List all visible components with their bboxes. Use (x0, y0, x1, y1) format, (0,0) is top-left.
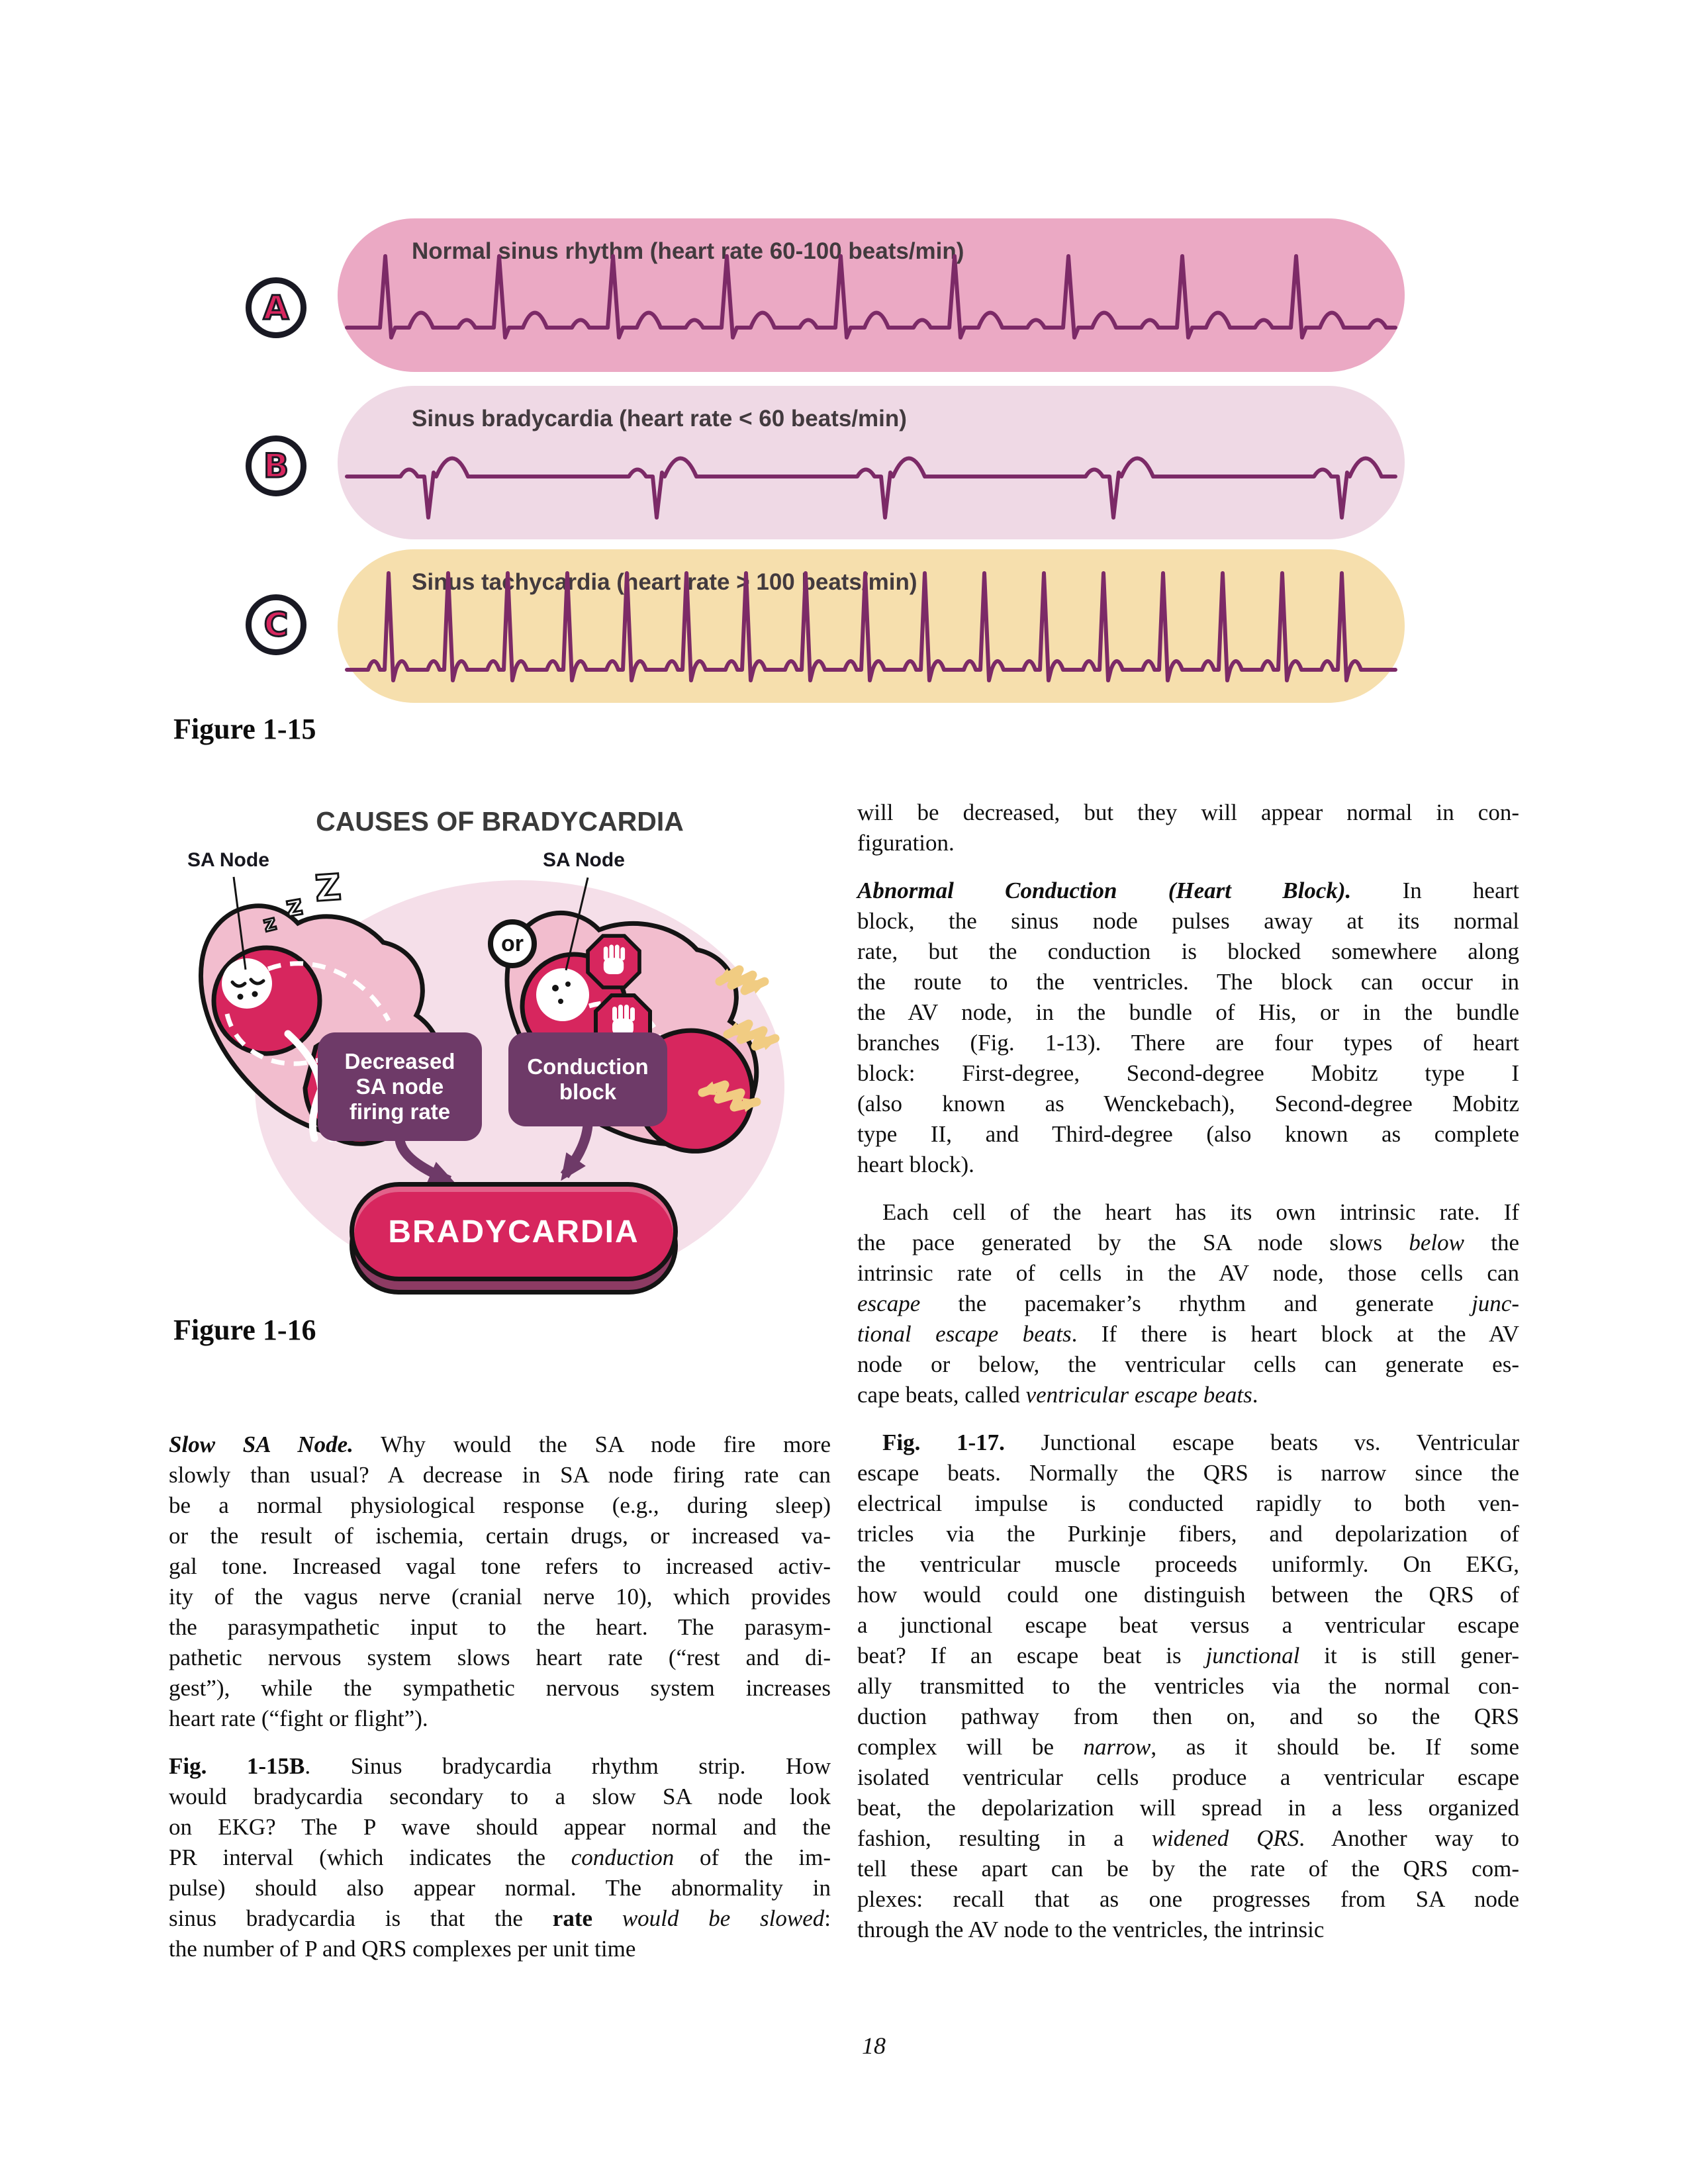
strip-b-letter-badge: B (246, 435, 306, 496)
rhythm-strip-tachycardia: Sinus tachycardia (heart rate > 100 beat… (338, 549, 1405, 703)
rhythm-strip-normal: Normal sinus rhythm (heart rate 60-100 b… (338, 218, 1405, 372)
text-line: be a normal physiological response (e.g.… (169, 1492, 831, 1518)
text-line: escape beats. Normally the QRS is narrow… (857, 1460, 1519, 1486)
text-line: node or below, the ventricular cells can… (857, 1351, 1519, 1377)
strip-c-letter-badge: C (246, 594, 306, 655)
text-line: PR interval (which indicates the conduct… (169, 1844, 831, 1870)
sleep-zzz-icon: z z Z (259, 865, 363, 958)
text-line: sinus bradycardia is that the rate would… (169, 1905, 831, 1931)
text-line: plexes: recall that as one progresses fr… (857, 1886, 1519, 1912)
figure-1-16-caption: Figure 1-16 (173, 1314, 316, 1346)
text-line: the parasympathetic input to the heart. … (169, 1614, 831, 1640)
text-line: the pace generated by the SA node slows … (857, 1230, 1519, 1255)
ecg-trace-tachycardia (345, 571, 1397, 682)
text-line: pulse) should also appear normal. The ab… (169, 1875, 831, 1901)
text-line: block, the sinus node pulses away at its… (857, 908, 1519, 934)
text-line: the AV node, in the bundle of His, or in… (857, 999, 1519, 1025)
page-number: 18 (862, 2032, 886, 2059)
text-line: electrical impulse is conducted rapidly … (857, 1490, 1519, 1516)
zzz-letter: z (259, 909, 279, 938)
figure-1-15-caption: Figure 1-15 (173, 713, 316, 745)
text-line: block: First-degree, Second-degree Mobit… (857, 1060, 1519, 1086)
text-line: isolated ventricular cells produce a ven… (857, 1764, 1519, 1790)
zzz-letter: z (282, 887, 306, 925)
text-line: the number of P and QRS complexes per un… (169, 1936, 636, 1962)
zzz-letter: Z (312, 865, 343, 911)
text-line: Fig. 1-15B. Sinus bradycardia rhythm str… (169, 1753, 831, 1779)
text-line: duction pathway from then on, and so the… (857, 1704, 1519, 1729)
text-line: fashion, resulting in a widened QRS. Ano… (857, 1825, 1519, 1851)
bradycardia-result-pill: BRADYCARDIA (350, 1182, 678, 1281)
left-text-column: Slow SA Node. Why would the SA node fire… (169, 1430, 831, 1964)
text-line: intrinsic rate of cells in the AV node, … (857, 1260, 1519, 1286)
text-line: heart block). (857, 1152, 974, 1177)
text-line: beat, the depolarization will spread in … (857, 1795, 1519, 1821)
text-line: or the result of ischemia, certain drugs… (169, 1523, 831, 1549)
text-line: cape beats, called ventricular escape be… (857, 1382, 1258, 1408)
diagram-title: CAUSES OF BRADYCARDIA (316, 806, 684, 837)
sa-node-left-pointer-line (232, 876, 247, 970)
text-line: a junctional escape beat versus a ventri… (857, 1612, 1519, 1638)
text-line: on EKG? The P wave should appear normal … (169, 1814, 831, 1840)
text-line: complex will be narrow, as it should be.… (857, 1734, 1519, 1760)
text-line: pathetic nervous system slows heart rate… (169, 1645, 831, 1670)
sa-node-sleeping-face (222, 958, 272, 1009)
text-line: escape the pacemaker’s rhythm and genera… (857, 1291, 1519, 1316)
sa-node-label-left: SA Node (187, 849, 269, 871)
paragraph: will be decreased, but they will appear … (857, 797, 1519, 858)
text-line: gest”), while the sympathetic nervous sy… (169, 1675, 831, 1701)
text-line: branches (Fig. 1-13). There are four typ… (857, 1030, 1519, 1056)
text-line: ity of the vagus nerve (cranial nerve 10… (169, 1584, 831, 1610)
sa-node-label-right: SA Node (543, 849, 625, 871)
paragraph: Abnormal Conduction (Heart Block). In he… (857, 876, 1519, 1180)
text-line: how would could one distinguish between … (857, 1582, 1519, 1608)
rhythm-strip-bradycardia: Sinus bradycardia (heart rate < 60 beats… (338, 386, 1405, 539)
paragraph: Fig. 1-17. Junctional escape beats vs. V… (857, 1428, 1519, 1945)
paragraph: Slow SA Node. Why would the SA node fire… (169, 1430, 831, 1734)
text-line: gal tone. Increased vagal tone refers to… (169, 1553, 831, 1579)
text-line: figuration. (857, 830, 955, 856)
text-line: Slow SA Node. Why would the SA node fire… (169, 1432, 831, 1457)
strip-b-title: Sinus bradycardia (heart rate < 60 beats… (412, 406, 907, 432)
right-text-column: will be decreased, but they will appear … (857, 797, 1519, 1945)
or-connector: or (488, 919, 537, 968)
text-line: tional escape beats. If there is heart b… (857, 1321, 1519, 1347)
text-line: will be decreased, but they will appear … (857, 799, 1519, 825)
flow-arrows (395, 1124, 593, 1185)
text-line: type II, and Third-degree (also known as… (857, 1121, 1519, 1147)
ecg-trace-normal (345, 254, 1397, 340)
text-line: rate, but the conduction is blocked some… (857, 938, 1519, 964)
strip-a-letter-badge: A (246, 277, 306, 338)
text-line: through the AV node to the ventricles, t… (857, 1917, 1325, 1942)
sa-node-patch (536, 968, 589, 1021)
text-line: (also known as Wenckebach), Second-degre… (857, 1091, 1519, 1116)
sa-node-right-pointer-line (565, 877, 589, 971)
paragraph: Fig. 1-15B. Sinus bradycardia rhythm str… (169, 1751, 831, 1964)
text-line: Abnormal Conduction (Heart Block). In he… (857, 878, 1519, 903)
text-line: tell these apart can be by the rate of t… (857, 1856, 1519, 1882)
text-line: heart rate (“fight or flight”). (169, 1706, 428, 1731)
text-line: would bradycardia secondary to a slow SA… (169, 1784, 831, 1809)
ecg-trace-bradycardia (345, 456, 1397, 520)
strip-a-title: Normal sinus rhythm (heart rate 60-100 b… (412, 238, 964, 264)
text-line: tricles via the Purkinje fibers, and dep… (857, 1521, 1519, 1547)
text-line: ally transmitted to the ventricles via t… (857, 1673, 1519, 1699)
text-line: slowly than usual? A decrease in SA node… (169, 1462, 831, 1488)
paragraph: Each cell of the heart has its own intri… (857, 1197, 1519, 1410)
text-line: the ventricular muscle proceeds uniforml… (857, 1551, 1519, 1577)
text-line: Fig. 1-17. Junctional escape beats vs. V… (882, 1430, 1519, 1455)
strip-c-title: Sinus tachycardia (heart rate > 100 beat… (412, 569, 917, 595)
text-line: Each cell of the heart has its own intri… (882, 1199, 1519, 1225)
lightning-bolts-icon (698, 965, 780, 1113)
text-line: the route to the ventricles. The block c… (857, 969, 1519, 995)
text-line: beat? If an escape beat is junctional it… (857, 1643, 1519, 1668)
